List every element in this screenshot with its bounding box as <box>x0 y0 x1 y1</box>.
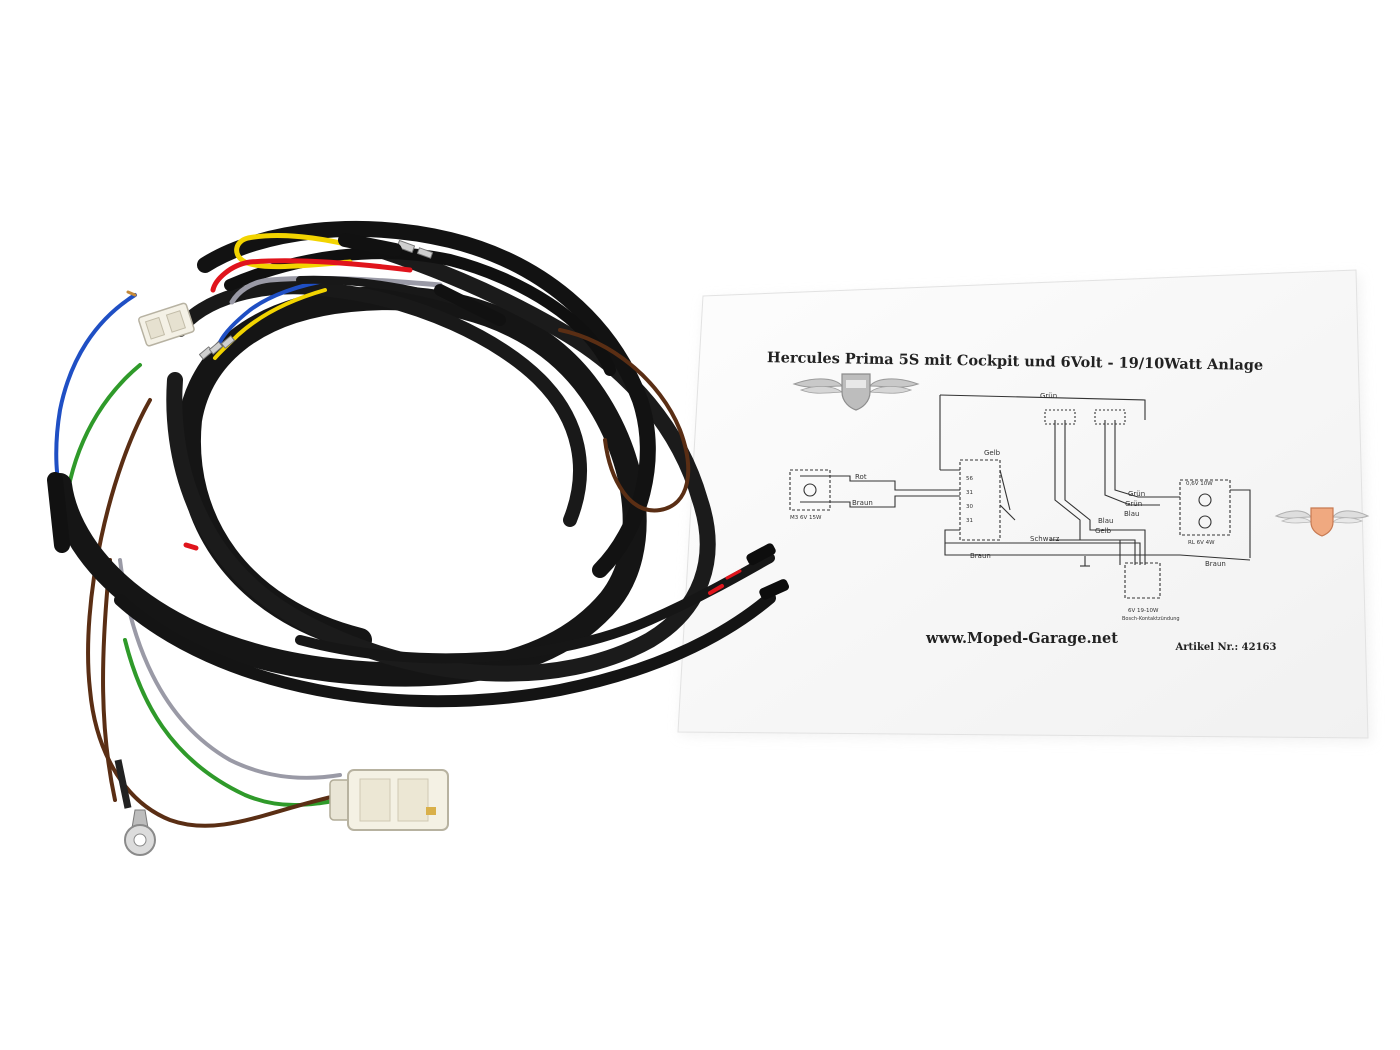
blue-lead-tip <box>126 290 137 297</box>
yellow-wire-top <box>234 233 353 270</box>
label-rot: Rot <box>855 473 867 481</box>
winged-logo-left <box>792 373 920 411</box>
black-sleeve-mid <box>434 284 506 326</box>
green-lead <box>66 363 142 492</box>
grey-lead-bottom <box>118 558 342 780</box>
label-term-56: 56 <box>966 476 973 482</box>
ring-terminal <box>124 809 156 856</box>
long-lead-right <box>114 592 776 708</box>
label-right-lamp-top: 0,6V 10W <box>1186 481 1213 487</box>
main-cable-loop-1 <box>48 286 647 687</box>
terminal-pins <box>198 239 434 360</box>
red-marker-1 <box>183 542 199 551</box>
label-blau-1: Blau <box>1124 510 1139 518</box>
plug-right-1 <box>746 543 776 566</box>
label-gelb-switch: Gelb <box>984 449 1001 457</box>
red-wire-top <box>210 258 413 293</box>
label-term-30: 30 <box>966 504 973 510</box>
label-braun-left: Braun <box>852 499 873 507</box>
left-sleeve <box>47 472 70 553</box>
main-cable-loop-3 <box>197 220 656 578</box>
schematic <box>789 394 1251 599</box>
winged-logo-right <box>1274 507 1370 537</box>
label-schwarz: Schwarz <box>1030 535 1060 543</box>
red-marker-2 <box>708 584 724 595</box>
blue-lead <box>54 293 137 492</box>
label-term-31b: 31 <box>966 518 973 524</box>
main-cable-loop-2 <box>166 242 716 682</box>
connector-top-left <box>138 302 195 347</box>
label-braun-right: Braun <box>1205 560 1226 568</box>
long-lead-right-2 <box>295 553 775 664</box>
website-text: www.Moped-Garage.net <box>925 630 1118 647</box>
brown-loop-right <box>558 328 691 513</box>
article-number: Artikel Nr.: 42163 <box>1175 642 1277 653</box>
brown-lead-ring <box>101 558 117 802</box>
brown-lead-bottom <box>86 398 342 828</box>
label-right-lamp-bottom: RL 6V 4W <box>1188 540 1215 546</box>
label-gruen-2: Grün <box>1125 500 1142 508</box>
label-braun-bottom: Braun <box>970 552 991 560</box>
label-gelb: Gelb <box>1095 527 1112 535</box>
blue-wire-top <box>218 278 332 344</box>
label-blau-2: Blau <box>1098 517 1113 525</box>
red-marker-3 <box>725 569 742 580</box>
ring-lead-sleeve <box>114 759 132 809</box>
grey-wire-top <box>229 275 443 305</box>
black-sleeve-top <box>338 233 402 257</box>
connector-bottom <box>329 769 449 831</box>
plug-right-2 <box>759 579 790 600</box>
label-left-lamp: M3 6V 15W <box>790 515 822 521</box>
label-ignition-sub: Bosch-Kontaktzündung <box>1122 616 1180 622</box>
wiring-harness <box>47 220 790 828</box>
schematic-labels: Grün Gelb Rot Braun Grün Grün Blau Blau … <box>790 392 1226 622</box>
label-ignition: 6V 19-10W <box>1128 608 1159 614</box>
wiring-diagram-sheet: Hercules Prima 5S mit Cockpit und 6Volt … <box>677 269 1372 742</box>
label-term-31: 31 <box>966 490 973 496</box>
label-gruen-1: Grün <box>1128 490 1145 498</box>
yellow-wire-2 <box>213 288 327 360</box>
upper-cable <box>224 247 616 376</box>
label-gruen-top: Grün <box>1040 392 1057 400</box>
